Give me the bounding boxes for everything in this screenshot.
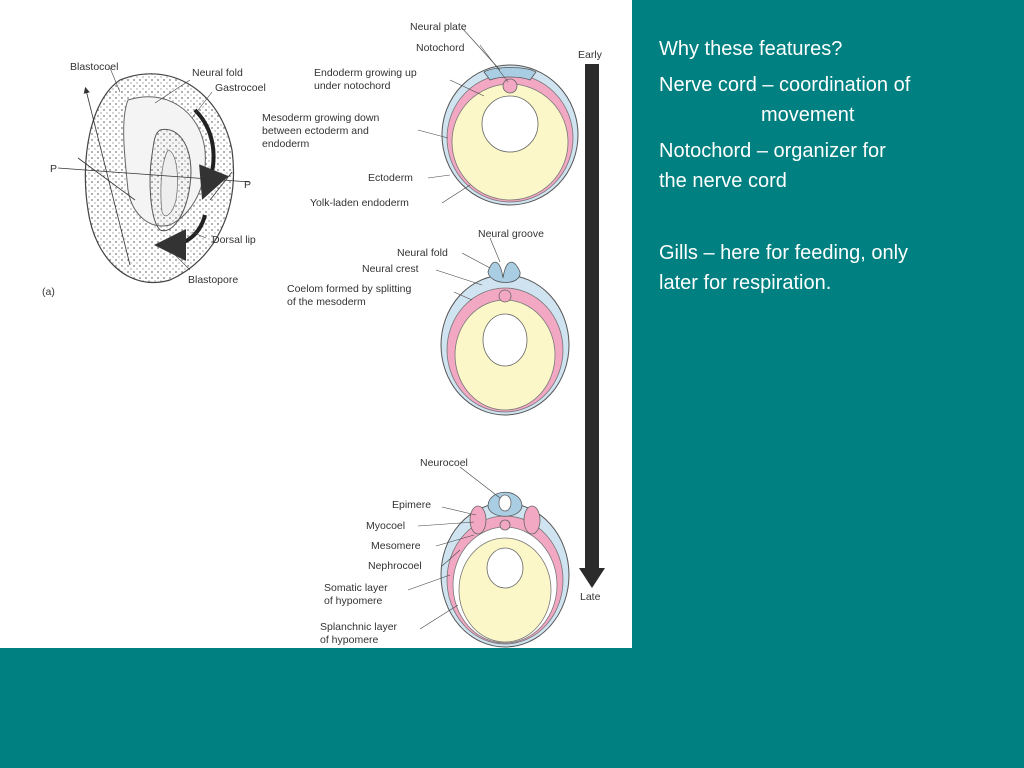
cross-section-stage3 xyxy=(407,466,570,648)
spacer xyxy=(659,202,999,238)
label-neurocoel: Neurocoel xyxy=(420,457,468,469)
nerve-cord-line1: Nerve cord – coordination of xyxy=(659,74,911,96)
label-nephrocoel: Nephrocoel xyxy=(368,560,422,572)
cross-section-stage2 xyxy=(435,237,570,416)
label-blastocoel: Blastocoel xyxy=(70,61,118,73)
embryo-development-figure: Blastocoel Neural fold Gastrocoel P P Do… xyxy=(0,0,632,648)
gills-point: Gills – here for feeding, only later for… xyxy=(659,238,999,298)
label-dorsal-lip: Dorsal lip xyxy=(212,234,256,246)
notochord-line1: Notochord – organizer for xyxy=(659,140,886,162)
gills-line1: Gills – here for feeding, only xyxy=(659,242,909,264)
label-mesoderm-growing-1: Mesoderm growing down xyxy=(262,112,379,124)
label-mesomere: Mesomere xyxy=(371,540,421,552)
label-p-right: P xyxy=(244,179,251,191)
label-splanchnic-2: of hypomere xyxy=(320,634,379,646)
label-neural-fold-stage2: Neural fold xyxy=(397,247,448,259)
label-panel-a: (a) xyxy=(42,286,55,298)
label-somatic-1: Somatic layer xyxy=(324,582,388,594)
label-coelom-2: of the mesoderm xyxy=(287,296,366,308)
timeline-arrow xyxy=(579,64,605,588)
label-yolk-laden-endoderm: Yolk-laden endoderm xyxy=(310,197,409,209)
label-blastopore: Blastopore xyxy=(188,274,238,286)
label-neural-fold-gastrula: Neural fold xyxy=(192,67,243,79)
label-ectoderm: Ectoderm xyxy=(368,172,413,184)
gills-line2: later for respiration. xyxy=(659,272,832,294)
label-myocoel: Myocoel xyxy=(366,520,405,532)
label-p-left: P xyxy=(50,163,57,175)
label-neural-groove: Neural groove xyxy=(478,228,544,240)
embryo-diagram: Blastocoel Neural fold Gastrocoel P P Do… xyxy=(42,21,605,648)
label-gastrocoel: Gastrocoel xyxy=(215,82,266,94)
label-epimere: Epimere xyxy=(392,499,431,511)
notochord-line2: the nerve cord xyxy=(659,170,787,192)
slide-text: Why these features? Nerve cord – coordin… xyxy=(659,34,999,304)
label-late: Late xyxy=(580,591,601,603)
slide-heading: Why these features? xyxy=(659,38,843,60)
label-mesoderm-growing-2: between ectoderm and xyxy=(262,125,369,137)
label-early: Early xyxy=(578,49,603,61)
gastrula-drawing xyxy=(57,67,251,284)
cross-section-stage1 xyxy=(417,27,579,206)
label-somatic-2: of hypomere xyxy=(324,595,383,607)
label-neural-crest: Neural crest xyxy=(362,263,419,275)
notochord-point: Notochord – organizer for the nerve cord xyxy=(659,136,999,196)
label-notochord: Notochord xyxy=(416,42,465,54)
nerve-cord-line2: movement xyxy=(761,104,855,126)
nerve-cord-point: Nerve cord – coordination of movement xyxy=(659,70,999,130)
label-mesoderm-growing-3: endoderm xyxy=(262,138,310,150)
label-splanchnic-1: Splanchnic layer xyxy=(320,621,398,633)
label-endoderm-growing-2: under notochord xyxy=(314,80,391,92)
label-neural-plate: Neural plate xyxy=(410,21,467,33)
label-endoderm-growing-1: Endoderm growing up xyxy=(314,67,417,79)
label-coelom-1: Coelom formed by splitting xyxy=(287,283,411,295)
